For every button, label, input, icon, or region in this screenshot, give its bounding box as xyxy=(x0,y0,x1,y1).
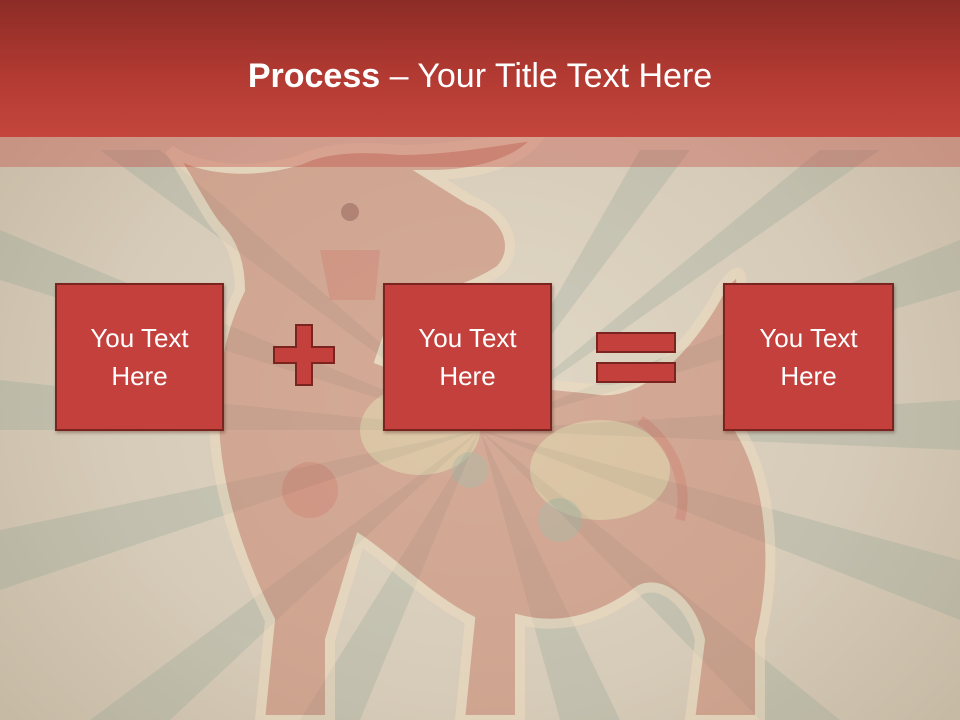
equals-icon xyxy=(596,332,676,383)
process-box-2[interactable]: You Text Here xyxy=(383,283,552,431)
slide-title-bold: Process xyxy=(247,57,381,95)
process-box-1-line1: You Text xyxy=(90,323,189,353)
process-box-2-text: You Text Here xyxy=(418,319,516,395)
process-box-1[interactable]: You Text Here xyxy=(55,283,224,431)
process-box-2-line2: Here xyxy=(439,361,496,391)
process-box-3-line1: You Text xyxy=(759,323,858,353)
slide-title-rest: – Your Title Text Here xyxy=(380,57,713,95)
process-box-1-line2: Here xyxy=(111,361,168,391)
plus-icon xyxy=(273,324,335,386)
slide-title[interactable]: Process – Your Title Text Here xyxy=(0,54,960,98)
process-box-3-line2: Here xyxy=(780,361,837,391)
process-box-2-line1: You Text xyxy=(418,323,517,353)
process-box-3-text: You Text Here xyxy=(759,319,857,395)
process-box-1-text: You Text Here xyxy=(90,319,188,395)
title-bar-shadow-strip xyxy=(0,137,960,167)
process-box-3[interactable]: You Text Here xyxy=(723,283,894,431)
title-bar xyxy=(0,0,960,137)
